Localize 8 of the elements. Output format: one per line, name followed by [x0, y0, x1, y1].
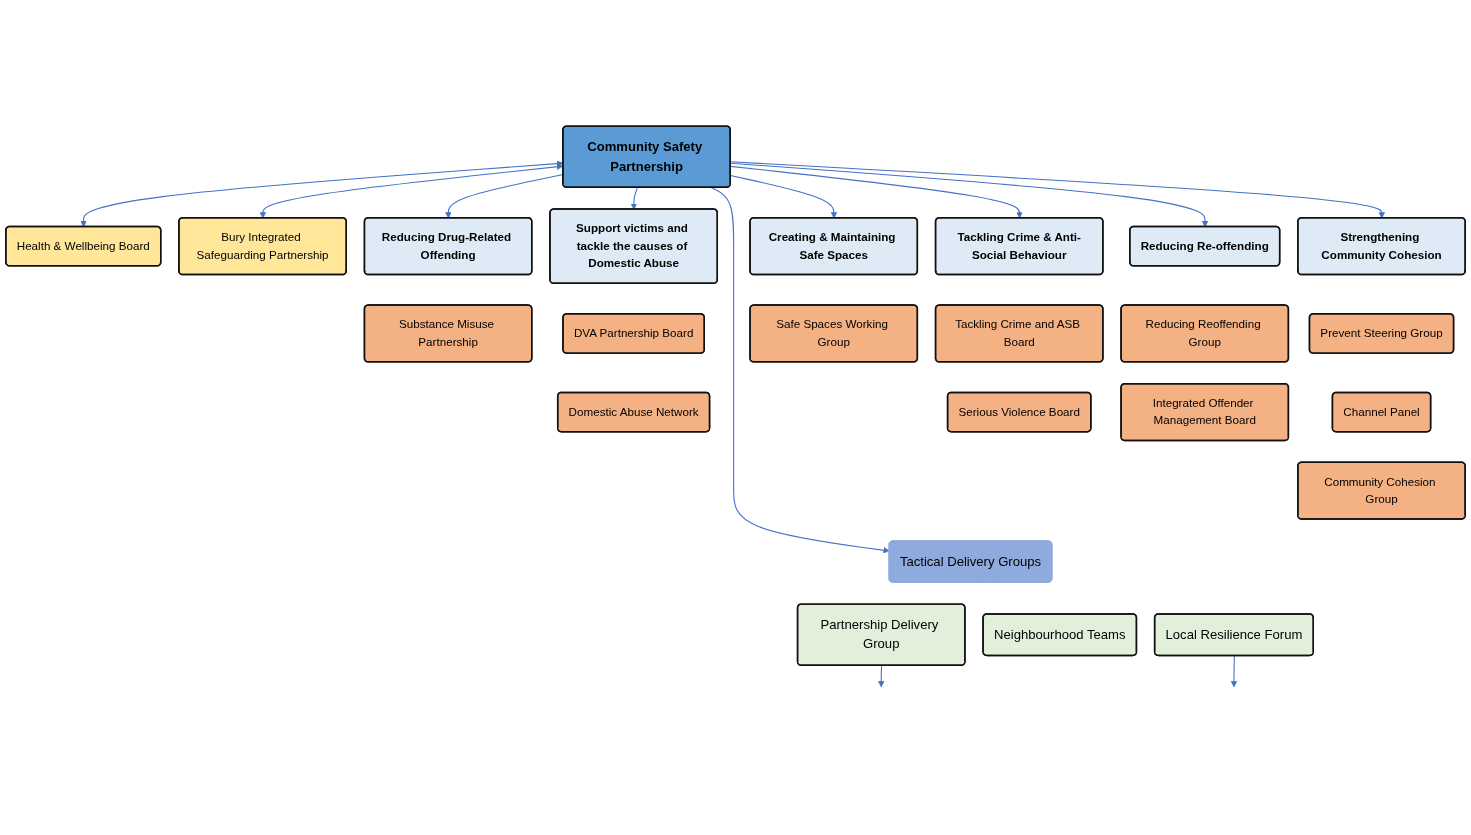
arrow	[730, 175, 838, 219]
arrow	[730, 165, 1023, 219]
arrow	[730, 162, 1209, 228]
arrow	[730, 161, 1385, 219]
arrow	[630, 187, 638, 210]
arrow	[878, 665, 885, 688]
arrow	[1230, 655, 1238, 688]
arrow	[710, 187, 890, 554]
